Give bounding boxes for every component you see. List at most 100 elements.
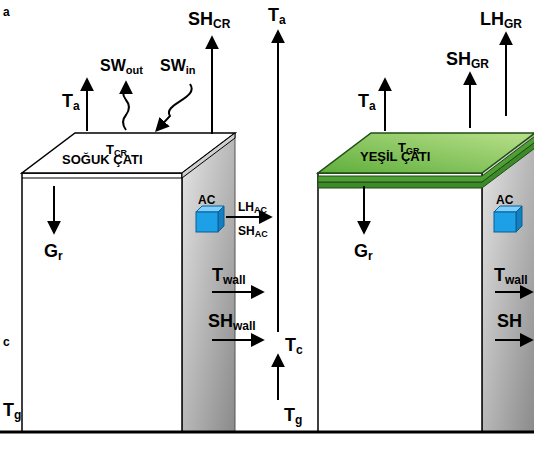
subscript: AC bbox=[255, 229, 268, 239]
symbol: T bbox=[358, 91, 369, 111]
front-wall bbox=[318, 173, 482, 432]
variable-label: LHAC bbox=[238, 198, 267, 215]
subscript: c bbox=[3, 335, 10, 349]
variable-label: Ta bbox=[358, 92, 376, 112]
subscript: GR bbox=[504, 17, 522, 31]
roof-label-box: SOĞUK ÇATI bbox=[62, 153, 143, 166]
variable-label: SHwall bbox=[208, 312, 256, 332]
variable-label: Tg bbox=[3, 401, 21, 421]
variable-label: Ta bbox=[268, 6, 286, 26]
subscript: g bbox=[14, 408, 21, 422]
heat-flux-arrow bbox=[226, 216, 270, 218]
subscript: CR bbox=[213, 17, 230, 31]
subscript: g bbox=[295, 413, 302, 427]
symbol: SH bbox=[446, 49, 471, 69]
symbol: LH bbox=[480, 9, 504, 29]
heat-flux-arrow bbox=[212, 339, 262, 341]
subscript: out bbox=[126, 64, 143, 76]
heat-flux-arrow bbox=[469, 74, 471, 128]
variable-label: Twall bbox=[494, 266, 528, 286]
symbol: AC bbox=[198, 193, 215, 207]
cool-roof bbox=[22, 133, 235, 173]
variable-label: SWout bbox=[100, 58, 143, 76]
subscript: CR bbox=[114, 148, 127, 158]
roof-edge bbox=[22, 178, 182, 179]
variable-label: SHGR bbox=[446, 50, 489, 70]
variable-label: TGR bbox=[398, 139, 419, 156]
symbol: LH bbox=[238, 200, 254, 214]
ground-line bbox=[0, 431, 534, 434]
heat-flux-arrow bbox=[495, 291, 531, 293]
ac-unit bbox=[196, 212, 218, 232]
symbol: SW bbox=[160, 57, 186, 74]
subscript: a bbox=[3, 5, 10, 19]
roof-edge bbox=[182, 133, 235, 178]
subscript: a bbox=[279, 13, 286, 27]
ac-unit bbox=[494, 212, 516, 232]
subscript: wall bbox=[505, 273, 528, 287]
variable-label: Tc bbox=[285, 336, 303, 356]
variable-label: SH bbox=[497, 312, 522, 330]
subscript: r bbox=[368, 249, 373, 263]
symbol: T bbox=[3, 400, 14, 420]
variable-label: TCR bbox=[106, 141, 127, 158]
symbol: T bbox=[268, 5, 279, 25]
heat-flux-arrow bbox=[86, 80, 88, 131]
roof-name: SOĞUK ÇATI bbox=[62, 153, 143, 166]
roof-name: YEŞİL ÇATI bbox=[360, 150, 430, 163]
variable-label: a bbox=[3, 3, 10, 19]
front-wall bbox=[22, 173, 182, 432]
variable-label: Tg bbox=[284, 406, 302, 426]
symbol: T bbox=[285, 335, 296, 355]
symbol: SH bbox=[238, 224, 255, 238]
heat-flux-arrow bbox=[53, 186, 55, 232]
symbol: SH bbox=[497, 311, 522, 331]
ac-unit bbox=[516, 206, 522, 232]
variable-label: c bbox=[3, 333, 10, 349]
roof-label-box: YEŞİL ÇATI bbox=[360, 150, 430, 163]
variable-label: Gr bbox=[354, 242, 373, 262]
symbol: T bbox=[212, 265, 223, 285]
symbol: T bbox=[494, 265, 505, 285]
subscript: r bbox=[58, 249, 63, 263]
variable-label: AC bbox=[198, 191, 215, 207]
symbol: T bbox=[62, 91, 73, 111]
subscript: GR bbox=[406, 146, 420, 156]
ac-unit bbox=[218, 206, 224, 232]
variable-label: AC bbox=[496, 191, 513, 207]
heat-flux-arrow bbox=[505, 34, 507, 116]
symbol: SW bbox=[100, 57, 126, 74]
temperature-axis bbox=[277, 356, 279, 400]
subscript: a bbox=[369, 99, 376, 113]
symbol: G bbox=[354, 241, 368, 261]
variable-label: SHAC bbox=[238, 222, 268, 239]
symbol: AC bbox=[496, 193, 513, 207]
variable-label: SWin bbox=[160, 58, 196, 76]
symbol: T bbox=[398, 140, 406, 155]
subscript: in bbox=[186, 64, 196, 76]
variable-label: Ta bbox=[62, 92, 80, 112]
subscript: c bbox=[296, 343, 303, 357]
symbol: T bbox=[106, 142, 114, 157]
symbol: SH bbox=[188, 9, 213, 29]
subscript: GR bbox=[471, 57, 489, 71]
shortwave-arrow bbox=[123, 83, 129, 130]
symbol: SH bbox=[208, 311, 233, 331]
shortwave-arrow bbox=[157, 84, 192, 130]
subscript: AC bbox=[254, 205, 267, 215]
heat-flux-arrow bbox=[212, 291, 262, 293]
heat-flux-arrow bbox=[384, 80, 386, 131]
variable-label: Gr bbox=[44, 242, 63, 262]
green-roof bbox=[318, 133, 534, 173]
symbol: T bbox=[284, 405, 295, 425]
temperature-axis bbox=[277, 32, 279, 332]
heat-flux-arrow bbox=[211, 38, 213, 134]
variable-label: LHGR bbox=[480, 10, 522, 30]
variable-label: Twall bbox=[212, 266, 246, 286]
subscript: wall bbox=[223, 273, 246, 287]
subscript: wall bbox=[233, 319, 256, 333]
symbol: G bbox=[44, 241, 58, 261]
heat-flux-arrow bbox=[363, 186, 365, 232]
heat-flux-arrow bbox=[495, 339, 531, 341]
subscript: a bbox=[73, 99, 80, 113]
